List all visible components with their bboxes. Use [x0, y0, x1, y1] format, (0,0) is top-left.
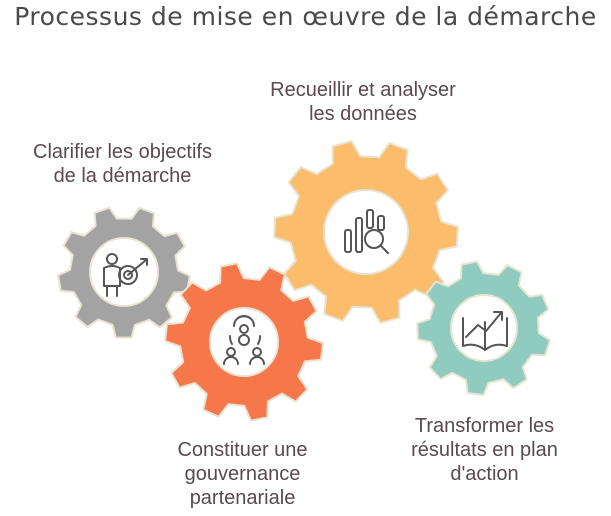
book-growth-arrow-icon: [462, 311, 508, 351]
step-label-clarify: Clarifier les objectifs de la démarche: [33, 141, 212, 187]
person-target-icon: [103, 253, 148, 297]
step-label-transform: Transformer les résultats en plan d'acti…: [411, 415, 558, 485]
gear-collect-hub: [323, 189, 409, 275]
team-gear-icon: [223, 315, 265, 365]
page-title: Processus de mise en œuvre de la démarch…: [14, 2, 597, 31]
gear-governance-hub: [209, 307, 279, 377]
bar-chart-magnifier-icon: [344, 209, 389, 254]
step-label-collect: Recueillir et analyser les données: [270, 79, 456, 125]
step-label-governance: Constituer une gouvernance partenariale: [177, 439, 308, 509]
